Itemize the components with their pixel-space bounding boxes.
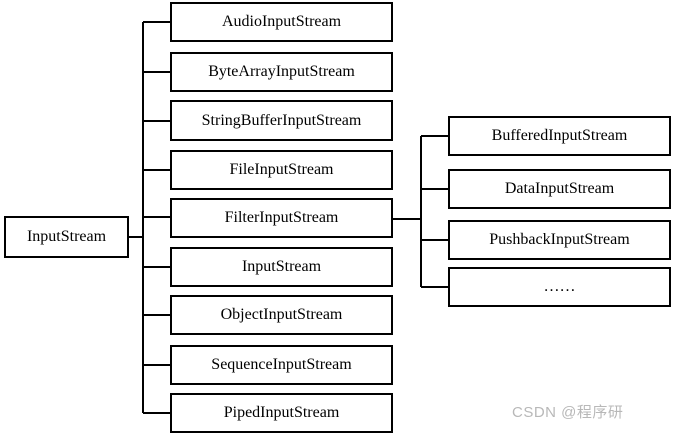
ellipsis-box: ……	[448, 267, 671, 307]
node-label: BufferedInputStream	[491, 127, 628, 144]
bytearray-inputstream-box: ByteArrayInputStream	[170, 52, 393, 92]
node-label: ……	[543, 278, 576, 295]
node-label: InputStream	[241, 258, 322, 275]
node-label: FilterInputStream	[224, 209, 339, 226]
pushback-inputstream-box: PushbackInputStream	[448, 220, 671, 260]
node-label: FileInputStream	[229, 161, 334, 178]
node-label: ObjectInputStream	[220, 306, 343, 323]
root-inputstream-box: InputStream	[4, 216, 129, 258]
data-inputstream-box: DataInputStream	[448, 169, 671, 209]
node-label: AudioInputStream	[221, 13, 342, 30]
node-label: StringBufferInputStream	[201, 111, 362, 129]
root-label: InputStream	[26, 228, 107, 245]
sequence-inputstream-box: SequenceInputStream	[170, 345, 393, 385]
file-inputstream-box: FileInputStream	[170, 150, 393, 190]
node-label: ByteArrayInputStream	[208, 63, 355, 80]
inputstream-box: InputStream	[170, 247, 393, 287]
object-inputstream-box: ObjectInputStream	[170, 295, 393, 335]
piped-inputstream-box: PipedInputStream	[170, 393, 393, 433]
audio-inputstream-box: AudioInputStream	[170, 2, 393, 42]
buffered-inputstream-box: BufferedInputStream	[448, 116, 671, 156]
watermark: CSDN @程序研	[512, 404, 624, 421]
node-label: PushbackInputStream	[489, 231, 630, 248]
stringbuffer-inputstream-box: StringBufferInputStream	[170, 100, 393, 141]
node-label: PipedInputStream	[223, 404, 340, 421]
filter-inputstream-box: FilterInputStream	[170, 198, 393, 238]
node-label: DataInputStream	[504, 180, 615, 197]
node-label: SequenceInputStream	[211, 356, 352, 373]
